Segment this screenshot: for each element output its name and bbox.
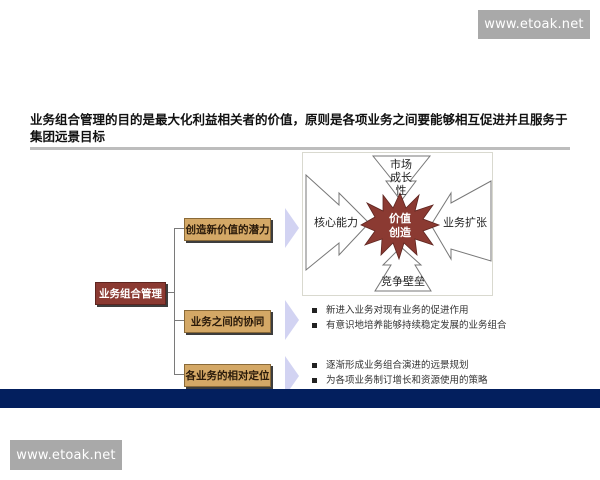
- left-arrow-icon: [305, 173, 370, 272]
- center-label: 价值 创造: [385, 212, 415, 240]
- diagram-shapes: [305, 155, 492, 292]
- tree-trunk: [174, 228, 175, 375]
- branch-node-1: 创造新价值的潜力: [184, 218, 271, 241]
- right-arrow-icon: [430, 180, 492, 262]
- center-label-line-1: 价值: [389, 212, 411, 225]
- footer-band: [0, 389, 600, 408]
- left-arrow-label: 核心能力: [314, 216, 358, 229]
- top-arrow-icon: [371, 155, 432, 202]
- branch-connector-1: [174, 228, 184, 229]
- branch-node-3: 各业务的相对定位: [184, 364, 271, 387]
- bullet-item: 有意识地培养能够持续稳定发展的业务组合: [312, 318, 507, 333]
- bullet-list-positioning: 逐渐形成业务组合演进的远景规划 为各项业务制订增长和资源使用的策略: [312, 358, 488, 388]
- starburst-icon: [360, 191, 441, 261]
- title-divider: [30, 147, 570, 150]
- bullet-item: 新进入业务对现有业务的促进作用: [312, 303, 507, 318]
- branch-connector-2: [174, 320, 184, 321]
- watermark-top: www.etoak.net: [478, 10, 590, 39]
- slide-title: 业务组合管理的目的是最大化利益相关者的价值，原则是各项业务之间要能够相互促进并且…: [30, 112, 568, 144]
- top-label-line-1: 市场: [390, 158, 412, 171]
- top-label-line-3: 性: [395, 184, 407, 197]
- top-arrow-label: 市场 成长 性: [387, 158, 415, 197]
- watermark-bottom: www.etoak.net: [10, 440, 122, 470]
- chevron-right-icon: [285, 300, 299, 340]
- branch-node-2: 业务之间的协同: [184, 310, 271, 333]
- value-creation-diagram: 市场 成长 性 核心能力 业务扩张 竞争壁垒 价值 创造: [302, 152, 493, 296]
- chevron-right-icon: [285, 208, 299, 248]
- bullet-list-synergy: 新进入业务对现有业务的促进作用 有意识地培养能够持续稳定发展的业务组合: [312, 303, 507, 333]
- root-connector: [164, 292, 174, 293]
- bullet-item: 为各项业务制订增长和资源使用的策略: [312, 373, 488, 388]
- root-node: 业务组合管理: [95, 282, 166, 305]
- center-label-line-2: 创造: [389, 226, 411, 239]
- chevron-right-icon: [285, 356, 299, 396]
- bottom-arrow-icon: [374, 246, 432, 292]
- right-arrow-label: 业务扩张: [443, 216, 487, 229]
- branch-connector-3: [174, 374, 184, 375]
- bullet-item: 逐渐形成业务组合演进的远景规划: [312, 358, 488, 373]
- top-label-line-2: 成长: [390, 171, 412, 184]
- bottom-arrow-label: 竞争壁垒: [381, 275, 425, 288]
